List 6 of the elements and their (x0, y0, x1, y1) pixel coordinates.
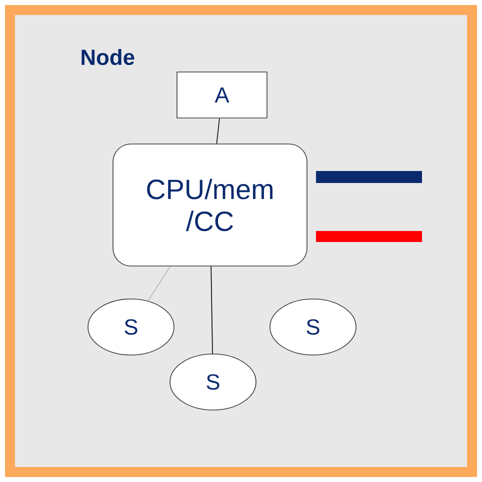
connector-line (210, 266, 213, 354)
processor-box: CPU/mem /CC (112, 144, 308, 266)
component-box: A (176, 72, 268, 118)
connector-line (148, 266, 171, 302)
connector-line (216, 118, 220, 144)
frame-title: Node (82, 48, 134, 66)
